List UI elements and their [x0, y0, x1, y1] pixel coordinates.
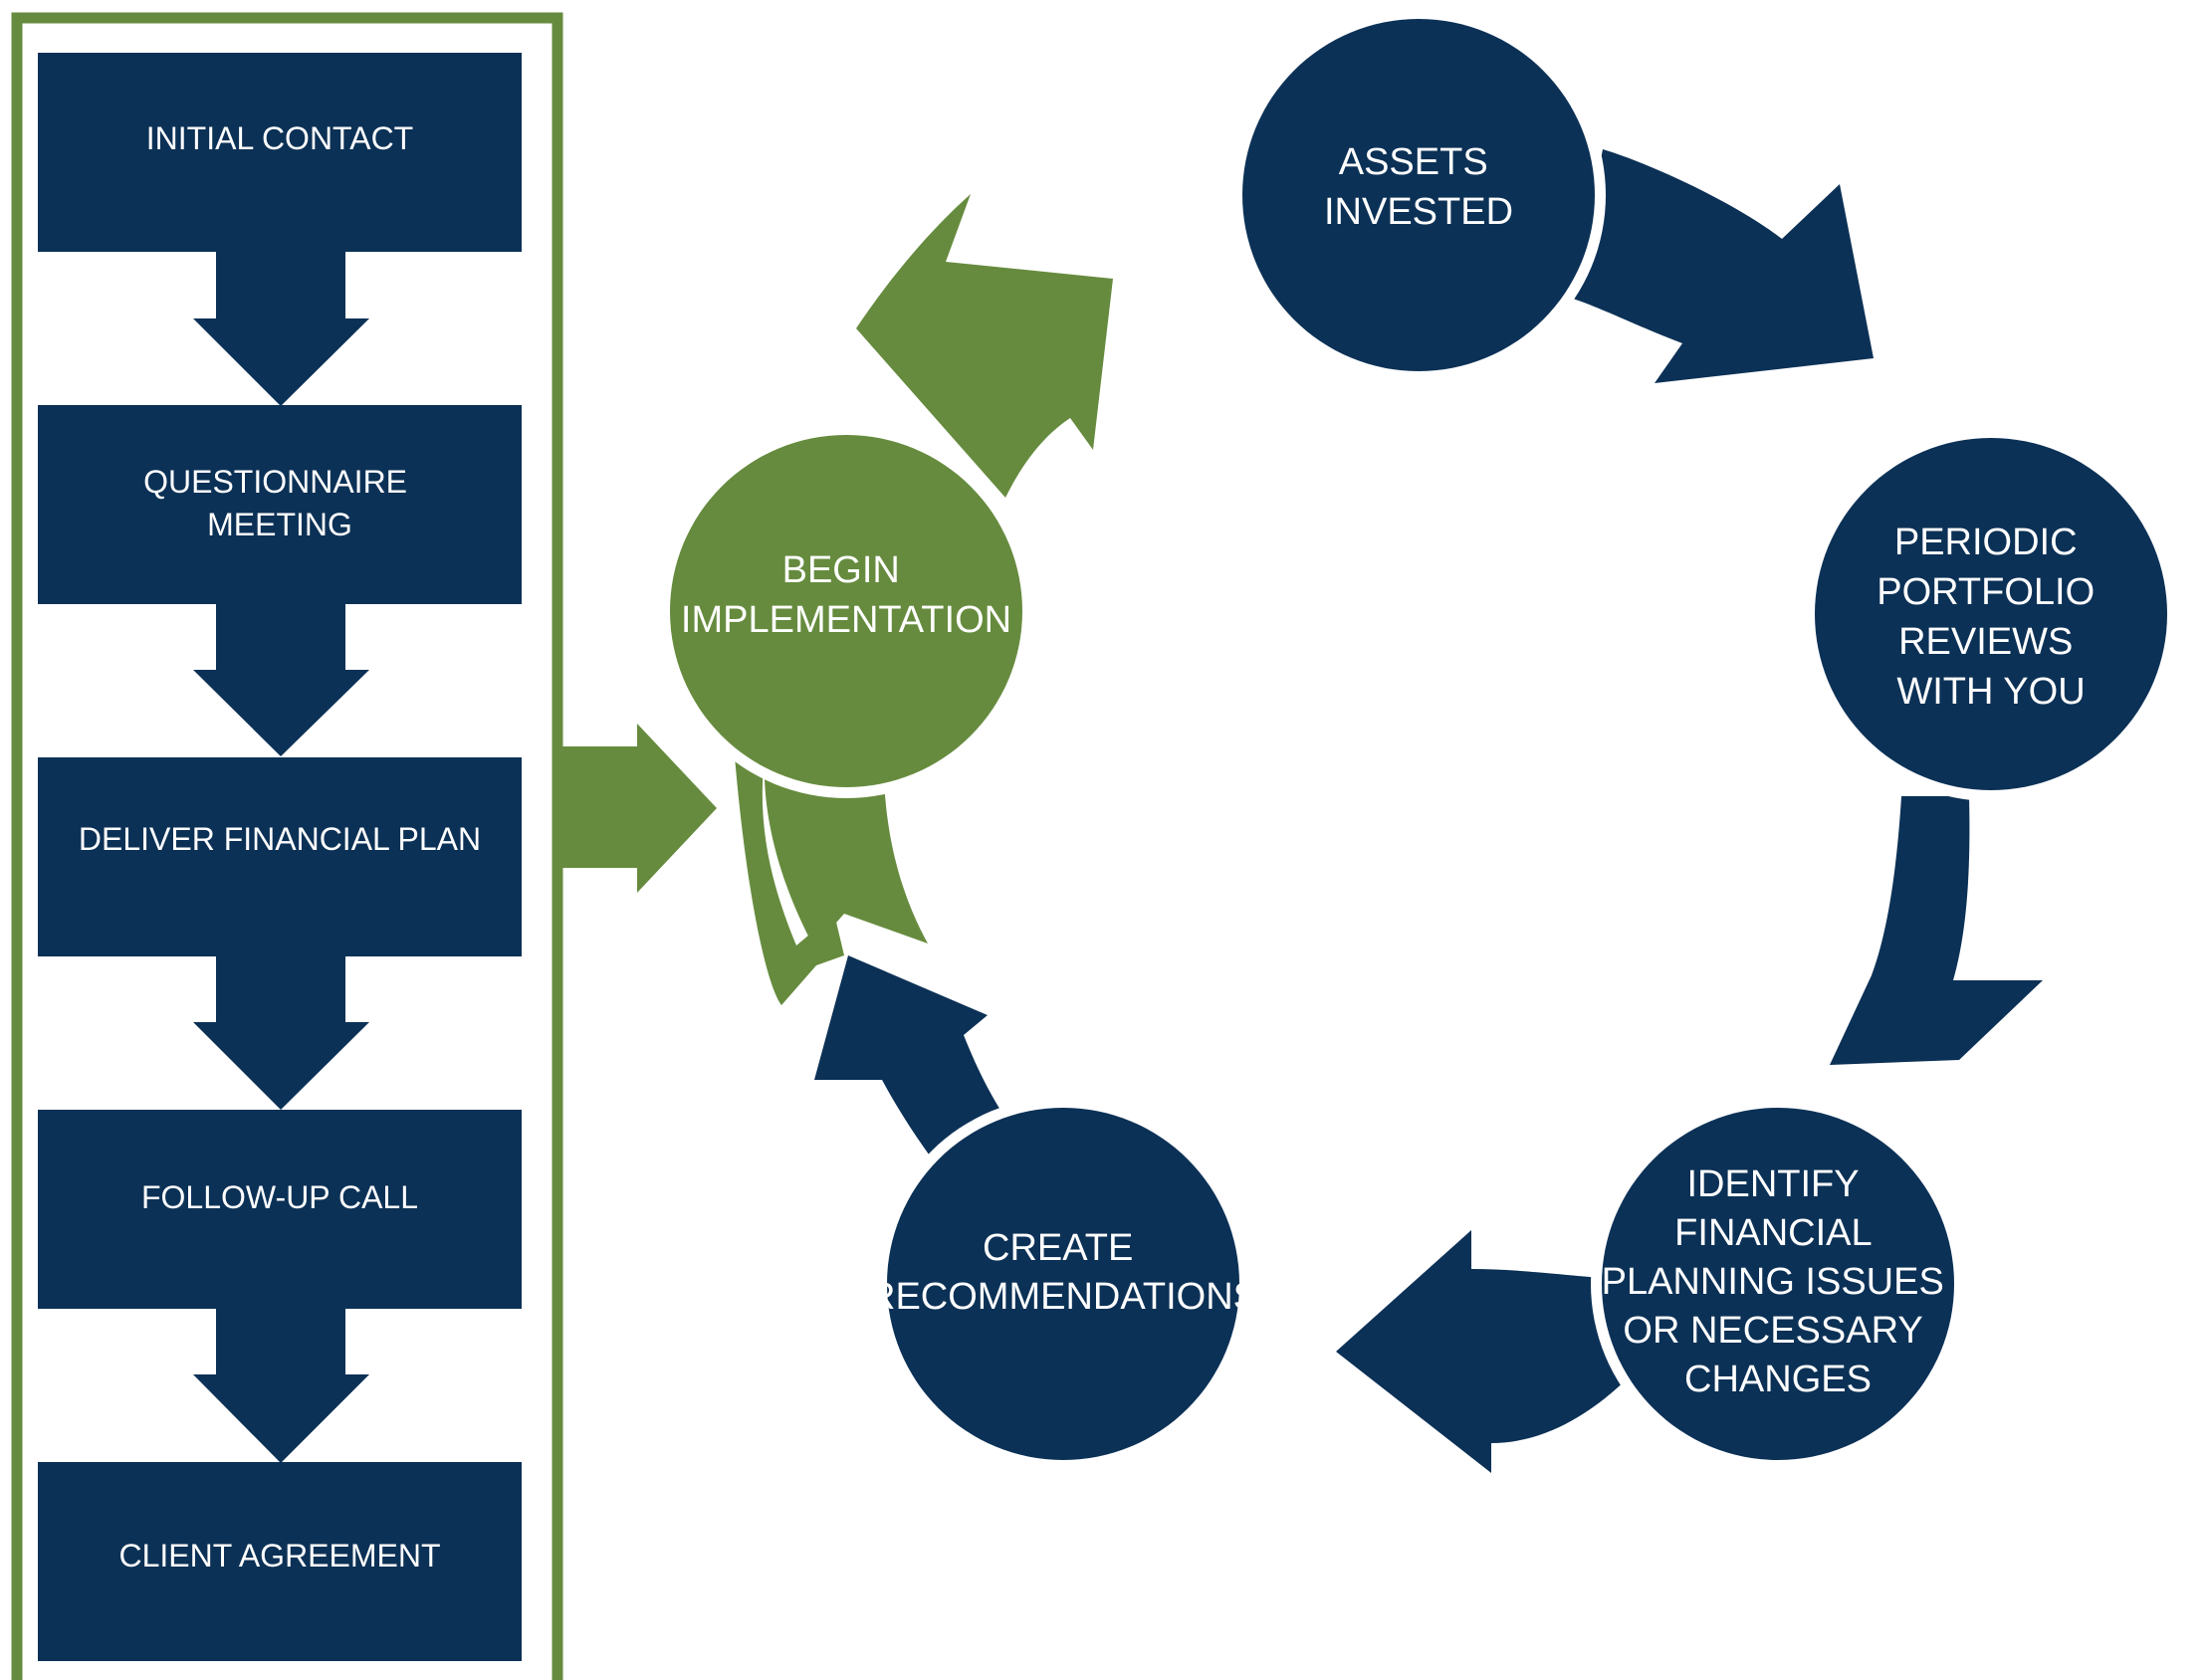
- step-box-deliver-financial-plan: DELIVER FINANCIAL PLAN: [38, 757, 522, 956]
- cycle-label-line: IDENTIFY: [1687, 1163, 1860, 1205]
- cycle-arrow-identify-to-create: [1336, 1230, 1633, 1473]
- cycle-node-begin-implementation: BEGIN IMPLEMENTATION: [659, 424, 1033, 798]
- step-arrow-3: [193, 951, 369, 1110]
- cycle-label-line: CREATE: [983, 1227, 1133, 1269]
- step-label-line: CLIENT AGREEMENT: [118, 1538, 440, 1574]
- cycle-label-line: OR NECESSARY: [1623, 1310, 1922, 1352]
- step-box-follow-up-call: FOLLOW-UP CALL: [38, 1110, 522, 1309]
- frame-to-cycle-arrow: [560, 724, 717, 893]
- step-label-line: DELIVER FINANCIAL PLAN: [79, 821, 481, 857]
- cycle-node-identify-financial-planning-issues: IDENTIFY FINANCIAL PLANNING ISSUES OR NE…: [1591, 1097, 1965, 1471]
- cycle-node-periodic-portfolio-reviews: PERIODIC PORTFOLIO REVIEWS WITH YOU: [1804, 427, 2178, 801]
- step-box-questionnaire-meeting: QUESTIONNAIRE MEETING: [38, 405, 522, 604]
- cycle-arrow-create-to-begin: [814, 955, 1003, 1177]
- cycle-label-line: BEGIN: [782, 549, 900, 591]
- cycle-label-line: WITH YOU: [1896, 671, 2085, 713]
- cycle-label-line: CHANGES: [1684, 1359, 1872, 1400]
- cycle-label-line: PORTFOLIO: [1877, 571, 2095, 613]
- step-label-line: QUESTIONNAIRE: [143, 464, 407, 500]
- step-box-initial-contact: INITIAL CONTACT: [38, 53, 522, 252]
- cycle-arrow-periodic-to-identify: [1830, 796, 2043, 1065]
- step-label-line: INITIAL CONTACT: [146, 120, 413, 156]
- cycle-node-create-recommendations: CREATE RECOMMENDATIONS: [868, 1097, 1258, 1471]
- step-arrow-4: [193, 1304, 369, 1463]
- cycle-label-periodic-portfolio-reviews: PERIODIC PORTFOLIO REVIEWS WITH YOU: [1877, 522, 2104, 713]
- step-label-deliver-financial-plan: DELIVER FINANCIAL PLAN: [79, 821, 481, 857]
- cycle-arrow-begin-to-assets: [856, 194, 1113, 498]
- cycle-label-line: PLANNING ISSUES: [1602, 1261, 1944, 1303]
- cycle-label-begin-implementation: BEGIN IMPLEMENTATION: [681, 549, 1011, 641]
- cycle-label-line: REVIEWS: [1898, 621, 2073, 663]
- cycle-label-create-recommendations: CREATE RECOMMENDATIONS: [868, 1227, 1258, 1318]
- cycle-label-line: INVESTED: [1324, 191, 1513, 233]
- cycle-label-identify-financial-planning-issues: IDENTIFY FINANCIAL PLANNING ISSUES OR NE…: [1602, 1163, 1955, 1400]
- cycle-label-line: FINANCIAL: [1674, 1212, 1871, 1254]
- step-label-line: MEETING: [207, 507, 352, 542]
- step-box-client-agreement: CLIENT AGREEMENT: [38, 1462, 522, 1661]
- step-arrow-1: [193, 247, 369, 406]
- cycle-label-line: PERIODIC: [1894, 522, 2078, 563]
- cycle-node-assets-invested: ASSETS INVESTED: [1231, 8, 1606, 382]
- step-label-initial-contact: INITIAL CONTACT: [146, 120, 413, 156]
- step-label-line: FOLLOW-UP CALL: [141, 1179, 418, 1215]
- process-frame: [11, 12, 563, 1680]
- step-label-follow-up-call: FOLLOW-UP CALL: [141, 1179, 418, 1215]
- step-label-client-agreement: CLIENT AGREEMENT: [118, 1538, 440, 1574]
- cycle-label-line: RECOMMENDATIONS: [868, 1276, 1258, 1318]
- cycle-label-assets-invested: ASSETS INVESTED: [1324, 141, 1513, 233]
- step-label-questionnaire-meeting: QUESTIONNAIRE MEETING: [143, 464, 416, 542]
- cycle-label-line: IMPLEMENTATION: [681, 599, 1011, 641]
- cycle-arrow-assets-to-periodic: [1573, 149, 1874, 383]
- cycle-label-line: ASSETS: [1339, 141, 1488, 183]
- step-arrow-2: [193, 599, 369, 756]
- cycle-arrow-green-lower: [735, 778, 928, 947]
